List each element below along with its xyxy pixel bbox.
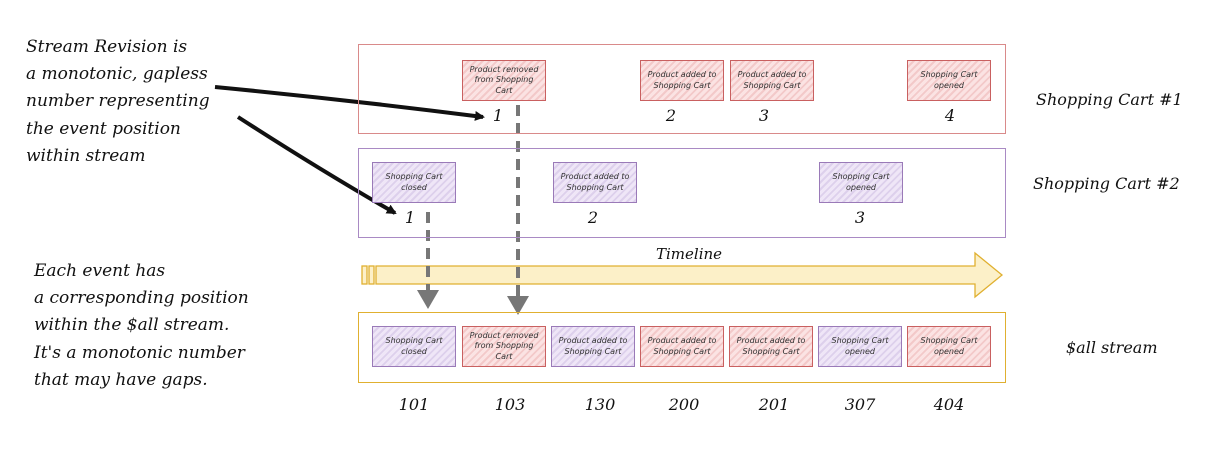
all-event-product-added-2: Product added to Shopping Cart	[640, 326, 724, 367]
all-position-101: 101	[398, 395, 430, 414]
cart1-revision-2: 2	[665, 106, 677, 125]
cart2-event-product-added: Product added to Shopping Cart	[553, 162, 637, 203]
all-event-product-added-1: Product added to Shopping Cart	[551, 326, 635, 367]
stream-label-shopping-cart-2: Shopping Cart #2	[1033, 174, 1180, 193]
all-position-307: 307	[844, 395, 876, 414]
all-stream-label: $all stream	[1066, 338, 1158, 357]
mapping-arrow-cart1-removed	[507, 105, 529, 315]
cart1-event-product-added-a: Product added to Shopping Cart	[640, 60, 724, 101]
stream-lane-shopping-cart-1	[358, 44, 1006, 134]
all-position-note: Each event has a corresponding position …	[34, 261, 249, 390]
timeline-label: Timeline	[656, 245, 723, 263]
cart1-revision-1: 1	[492, 106, 504, 125]
all-stream-lane	[358, 312, 1006, 383]
stream-lane-shopping-cart-2	[358, 148, 1006, 238]
revision-arrow-upper	[214, 85, 485, 121]
all-event-product-removed: Product removed from Shopping Cart	[462, 326, 546, 367]
cart2-revision-2: 2	[587, 208, 599, 227]
cart1-event-product-added-b: Product added to Shopping Cart	[730, 60, 814, 101]
all-position-201: 201	[758, 395, 790, 414]
cart2-revision-3: 3	[854, 208, 866, 227]
all-position-130: 130	[584, 395, 616, 414]
all-position-404: 404	[933, 395, 965, 414]
timeline-arrow	[361, 251, 1004, 299]
all-event-product-added-3: Product added to Shopping Cart	[729, 326, 813, 367]
stream-label-shopping-cart-1: Shopping Cart #1	[1036, 90, 1183, 109]
all-event-cart-opened-1: Shopping Cart opened	[818, 326, 902, 367]
cart2-revision-1: 1	[404, 208, 416, 227]
stream-revision-note: Stream Revision is a monotonic, gapless …	[26, 37, 210, 166]
cart2-event-cart-opened: Shopping Cart opened	[819, 162, 903, 203]
cart1-event-product-removed: Product removed from Shopping Cart	[462, 60, 546, 101]
cart2-event-cart-closed: Shopping Cart closed	[372, 162, 456, 203]
mapping-arrow-cart2-closed	[417, 212, 439, 309]
all-event-cart-closed: Shopping Cart closed	[372, 326, 456, 367]
cart1-revision-4: 4	[944, 106, 956, 125]
all-event-cart-opened-2: Shopping Cart opened	[907, 326, 991, 367]
all-position-103: 103	[494, 395, 526, 414]
cart1-revision-3: 3	[758, 106, 770, 125]
all-position-200: 200	[668, 395, 700, 414]
cart1-event-cart-opened: Shopping Cart opened	[907, 60, 991, 101]
